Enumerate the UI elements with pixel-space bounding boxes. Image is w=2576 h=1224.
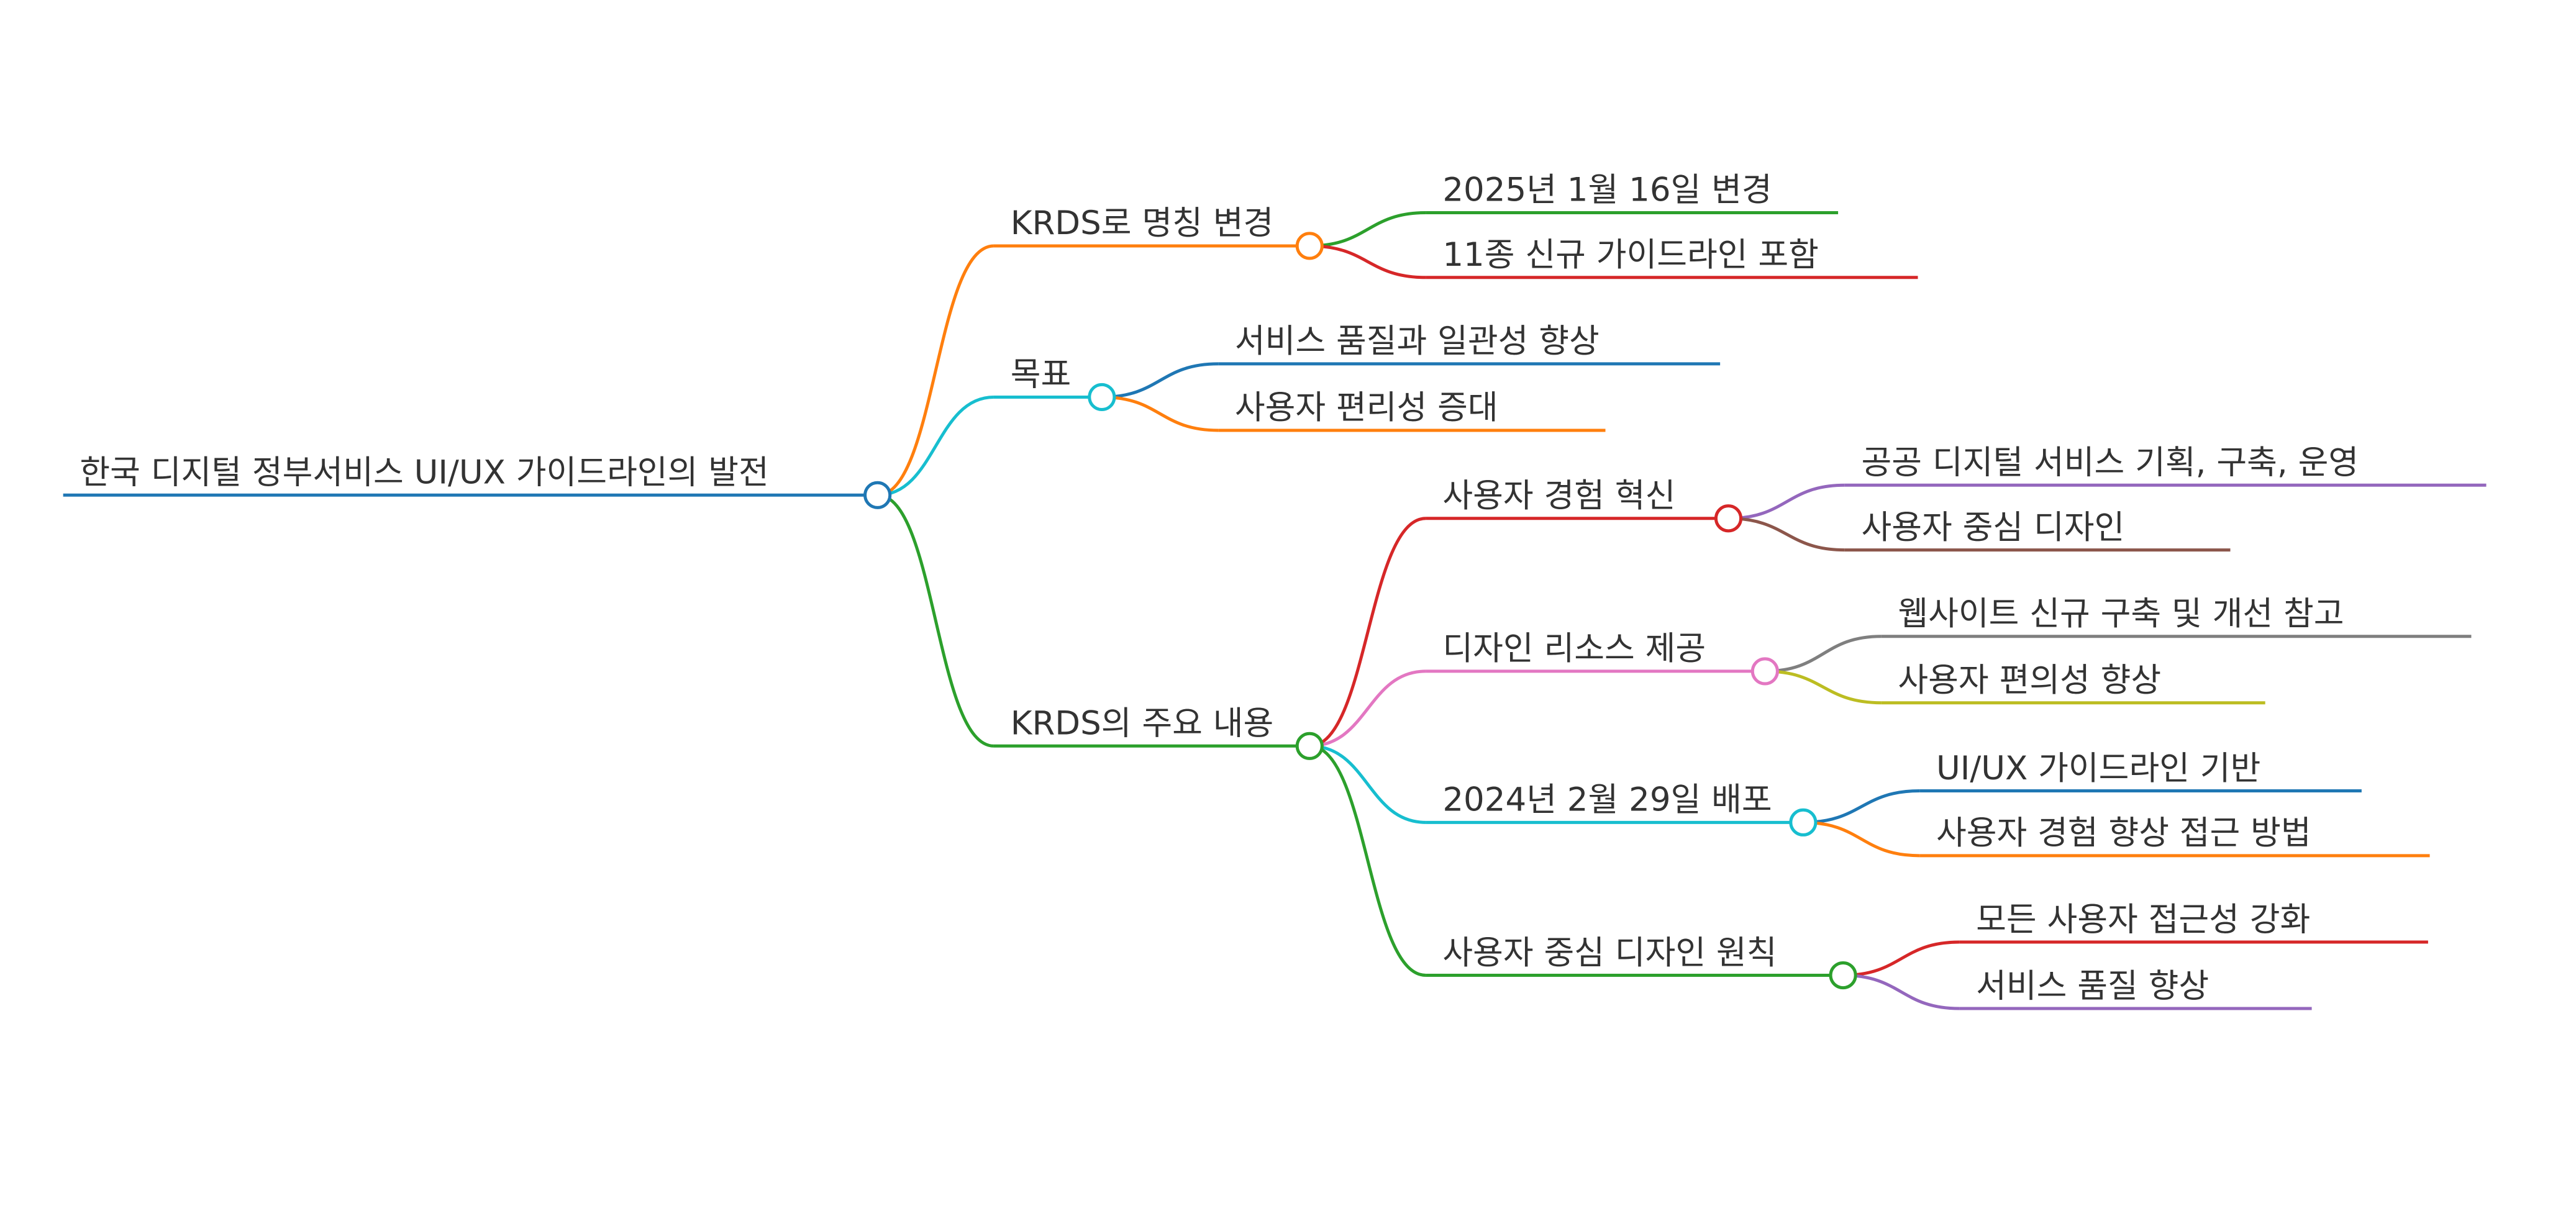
connector-0 xyxy=(877,244,994,497)
sub-branch-node-1-1[interactable]: 사용자 편리성 증대 xyxy=(1218,389,1606,432)
collapse-toggle-icon[interactable] xyxy=(1088,383,1116,412)
sub-branch-node-2-3[interactable]: 사용자 중심 디자인 원칙 xyxy=(1426,934,1844,977)
node-label: KRDS의 주요 내용 xyxy=(1011,705,1274,743)
connector-2-0-1 xyxy=(1728,517,1845,552)
connector-2-1 xyxy=(1309,669,1426,748)
connector-2-3-0 xyxy=(1843,940,1960,977)
collapse-toggle-icon[interactable] xyxy=(1295,732,1324,760)
connector-2-1-0 xyxy=(1765,635,1882,673)
collapse-toggle-icon[interactable] xyxy=(1714,504,1743,533)
branch-node-1[interactable]: 목표 xyxy=(993,356,1102,399)
sub-branch-node-0-0[interactable]: 2025년 1월 16일 변경 xyxy=(1426,171,1839,214)
node-label: 디자인 리소스 제공 xyxy=(1442,630,1706,668)
leaf-node-2-3-1[interactable]: 서비스 품질 향상 xyxy=(1959,967,2312,1010)
connector-2-2 xyxy=(1309,744,1426,824)
node-label: 11종 신규 가이드라인 포함 xyxy=(1442,236,1819,274)
sub-branch-node-0-1[interactable]: 11종 신규 가이드라인 포함 xyxy=(1426,236,1918,279)
leaf-node-2-1-0[interactable]: 웹사이트 신규 구축 및 개선 참고 xyxy=(1881,595,2472,638)
node-label: 사용자 중심 디자인 원칙 xyxy=(1442,934,1777,972)
collapse-toggle-icon[interactable] xyxy=(863,481,892,509)
branch-node-2[interactable]: KRDS의 주요 내용 xyxy=(993,705,1310,748)
node-label: 목표 xyxy=(1011,356,1072,394)
sub-branch-node-1-0[interactable]: 서비스 품질과 일관성 향상 xyxy=(1218,322,1721,366)
connector-2-0 xyxy=(1309,517,1426,748)
connector-2 xyxy=(877,493,994,748)
connector-1-1 xyxy=(1101,395,1219,432)
node-label: KRDS로 명칭 변경 xyxy=(1011,204,1274,242)
connector-2-3 xyxy=(1309,744,1426,977)
node-label: 공공 디지털 서비스 기획, 구축, 운영 xyxy=(1862,444,2359,482)
connector-0-1 xyxy=(1309,244,1426,279)
node-label: 사용자 편리성 증대 xyxy=(1235,389,1498,427)
root-node-[interactable]: 한국 디지털 정부서비스 UI/UX 가이드라인의 발전 xyxy=(63,454,878,497)
connector-2-2-1 xyxy=(1803,820,1920,858)
leaf-node-2-3-0[interactable]: 모든 사용자 접근성 강화 xyxy=(1959,900,2428,944)
connector-1 xyxy=(877,395,994,497)
branch-node-0[interactable]: KRDS로 명칭 변경 xyxy=(993,204,1310,248)
node-label: UI/UX 가이드라인 기반 xyxy=(1936,750,2260,787)
node-label: 사용자 편의성 향상 xyxy=(1898,661,2161,699)
leaf-node-2-1-1[interactable]: 사용자 편의성 향상 xyxy=(1881,661,2265,705)
node-label: 사용자 경험 향상 접근 방법 xyxy=(1936,814,2311,852)
connector-2-2-0 xyxy=(1803,789,1920,824)
leaf-node-2-2-1[interactable]: 사용자 경험 향상 접근 방법 xyxy=(1919,814,2430,858)
node-layer: 한국 디지털 정부서비스 UI/UX 가이드라인의 발전 KRDS로 명칭 변경 2… xyxy=(63,171,2487,1010)
connector-2-0-0 xyxy=(1728,483,1845,520)
collapse-toggle-icon[interactable] xyxy=(1789,808,1818,836)
node-label: 웹사이트 신규 구축 및 개선 참고 xyxy=(1898,595,2344,633)
sub-branch-node-2-0[interactable]: 사용자 경험 혁신 xyxy=(1426,477,1729,520)
leaf-node-2-2-0[interactable]: UI/UX 가이드라인 기반 xyxy=(1919,750,2362,793)
connector-2-3-1 xyxy=(1843,974,1960,1010)
collapse-toggle-icon[interactable] xyxy=(1829,961,1857,990)
sub-branch-node-2-2[interactable]: 2024년 2월 29일 배포 xyxy=(1426,781,1803,824)
node-label: 사용자 경험 혁신 xyxy=(1442,477,1675,515)
leaf-node-2-0-0[interactable]: 공공 디지털 서비스 기획, 구축, 운영 xyxy=(1844,444,2487,487)
leaf-node-2-0-1[interactable]: 사용자 중심 디자인 xyxy=(1844,509,2231,552)
node-label: 사용자 중심 디자인 xyxy=(1862,509,2125,546)
collapse-toggle-icon[interactable] xyxy=(1295,232,1324,260)
node-label: 2025년 1월 16일 변경 xyxy=(1442,171,1772,209)
connector-0-0 xyxy=(1309,211,1426,248)
node-label: 서비스 품질 향상 xyxy=(1976,967,2209,1005)
sub-branch-node-2-1[interactable]: 디자인 리소스 제공 xyxy=(1426,630,1765,673)
connector-2-1-1 xyxy=(1765,669,1882,705)
connector-layer xyxy=(877,211,1960,1010)
connector-1-0 xyxy=(1101,362,1219,399)
node-label: 2024년 2월 29일 배포 xyxy=(1442,781,1772,819)
node-label: 서비스 품질과 일관성 향상 xyxy=(1235,322,1600,360)
collapse-toggle-icon[interactable] xyxy=(1750,657,1779,686)
node-label: 한국 디지털 정부서비스 UI/UX 가이드라인의 발전 xyxy=(80,454,768,492)
node-label: 모든 사용자 접근성 강화 xyxy=(1976,900,2310,938)
